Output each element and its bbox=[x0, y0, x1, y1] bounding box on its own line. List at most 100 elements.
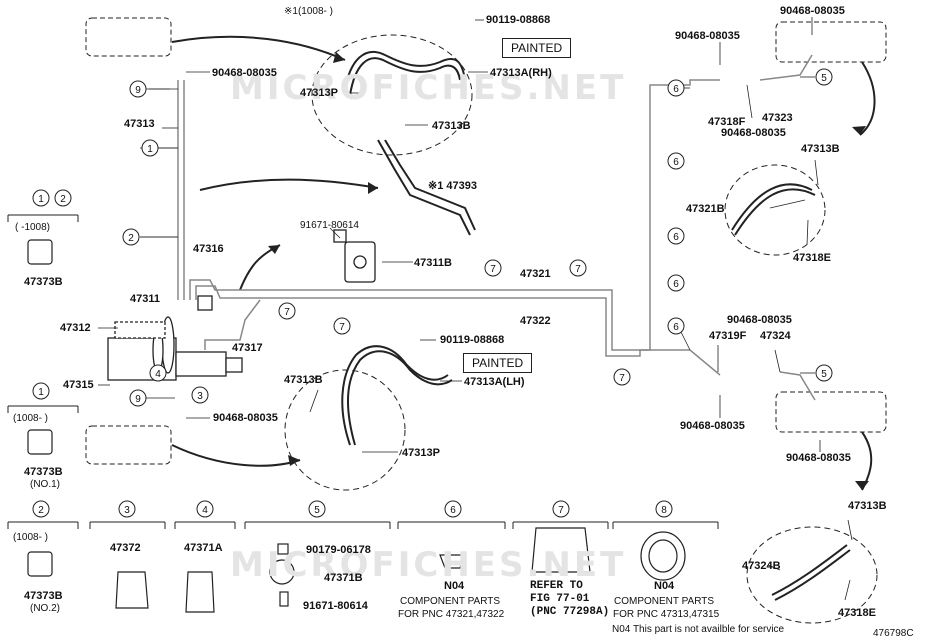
svg-text:5: 5 bbox=[314, 505, 320, 516]
svg-text:5: 5 bbox=[821, 73, 827, 84]
label-47313P-mid: 47313P bbox=[402, 447, 440, 459]
label-r47313B: 47313B bbox=[801, 143, 840, 155]
watermark-bottom: MICROFICHES.NET bbox=[230, 545, 627, 585]
legend-5-part-a: 90179-06178 bbox=[306, 544, 371, 556]
label-47322: 47322 bbox=[520, 315, 551, 327]
label-r47318F: 47318F bbox=[708, 116, 746, 128]
svg-text:6: 6 bbox=[673, 279, 679, 290]
svg-text:1: 1 bbox=[38, 194, 44, 205]
label-90468-mid: 90468-08035 bbox=[213, 412, 278, 424]
legend-a-range: ( -1008) bbox=[15, 222, 51, 233]
detail-box-top-right bbox=[775, 21, 887, 63]
label-r47318E: 47318E bbox=[793, 252, 831, 264]
svg-text:5: 5 bbox=[821, 369, 827, 380]
label-91671-top: 91671-80614 bbox=[300, 220, 359, 231]
svg-text:7: 7 bbox=[339, 322, 345, 333]
svg-text:2: 2 bbox=[60, 194, 66, 205]
label-47313P-top: 47313P bbox=[300, 87, 338, 99]
label-47312: 47312 bbox=[60, 322, 91, 334]
label-r47321B: 47321B bbox=[686, 203, 725, 215]
label-47313A-rh: 47313A(RH) bbox=[490, 67, 552, 79]
label-r47313B-low: 47313B bbox=[848, 500, 887, 512]
label-r90468-e: 90468-08035 bbox=[680, 420, 745, 432]
ellipse-right-hose bbox=[724, 164, 826, 256]
label-r90468-a: 90468-08035 bbox=[675, 30, 740, 42]
painted-label-rh: PAINTED bbox=[502, 38, 572, 58]
svg-text:9: 9 bbox=[135, 394, 141, 405]
ellipse-lh-hose bbox=[284, 369, 406, 491]
svg-text:1: 1 bbox=[38, 387, 44, 398]
legend-5-part-b: 47371B bbox=[324, 572, 363, 584]
label-r47324: 47324 bbox=[760, 330, 791, 342]
label-90119-mid: 90119-08868 bbox=[440, 334, 505, 346]
svg-text:1: 1 bbox=[147, 144, 153, 155]
label-r90468-d: 90468-08035 bbox=[727, 314, 792, 326]
svg-text:4: 4 bbox=[155, 369, 161, 380]
label-47313B-top: 47313B bbox=[432, 120, 471, 132]
legend-3-part: 47372 bbox=[110, 542, 141, 554]
legend-b-sub: (NO.1) bbox=[30, 479, 60, 490]
label-47321: 47321 bbox=[520, 268, 551, 280]
label-47316: 47316 bbox=[193, 243, 224, 255]
svg-text:4: 4 bbox=[202, 505, 208, 516]
legend-6-line3: FOR PNC 47321,47322 bbox=[398, 609, 505, 620]
svg-text:8: 8 bbox=[661, 505, 667, 516]
figure-id: 476798C bbox=[873, 628, 914, 639]
detail-box-bottom-left bbox=[85, 425, 172, 465]
svg-text:6: 6 bbox=[673, 232, 679, 243]
detail-box-top-left bbox=[85, 17, 172, 57]
svg-text:7: 7 bbox=[575, 264, 581, 275]
label-47317: 47317 bbox=[232, 342, 263, 354]
legend-b-range: (1008- ) bbox=[13, 413, 49, 424]
label-r90468-b: 90468-08035 bbox=[780, 5, 845, 17]
label-47311: 47311 bbox=[130, 293, 160, 305]
watermark-top: MICROFICHES.NET bbox=[230, 68, 627, 108]
label-r47319F: 47319F bbox=[709, 330, 747, 342]
label-90468-top: 90468-08035 bbox=[212, 67, 277, 79]
painted-label-lh: PAINTED bbox=[463, 353, 533, 373]
detail-box-right bbox=[775, 391, 887, 433]
ellipse-right-hose-low bbox=[746, 526, 878, 624]
label-r47318E-low: 47318E bbox=[838, 607, 876, 619]
legend-8-line1: N04 bbox=[654, 580, 675, 592]
legend-c-part: 47373B bbox=[24, 590, 63, 602]
label-47311B: 47311B bbox=[414, 257, 452, 269]
legend-6-line1: N04 bbox=[444, 580, 465, 592]
label-r90468-c: 90468-08035 bbox=[721, 127, 786, 139]
svg-text:3: 3 bbox=[197, 391, 203, 402]
label-47393: ※1 47393 bbox=[428, 180, 477, 192]
label-47313B-mid: 47313B bbox=[284, 374, 323, 386]
label-47315: 47315 bbox=[63, 379, 94, 391]
label-47313A-lh: 47313A(LH) bbox=[464, 376, 525, 388]
legend-a-part: 47373B bbox=[24, 276, 63, 288]
legend-8-line2: COMPONENT PARTS bbox=[614, 596, 715, 607]
legend-b-part: 47373B bbox=[24, 466, 63, 478]
label-90119-top: 90119-08868 bbox=[486, 14, 551, 26]
svg-text:6: 6 bbox=[450, 505, 456, 516]
label-r47323: 47323 bbox=[762, 112, 793, 124]
ellipse-rh-hose bbox=[311, 34, 473, 156]
svg-text:3: 3 bbox=[124, 505, 130, 516]
svg-text:6: 6 bbox=[673, 84, 679, 95]
legend-7-line3: (PNC 77298A) bbox=[530, 606, 610, 618]
svg-text:7: 7 bbox=[490, 264, 496, 275]
label-r90468-f: 90468-08035 bbox=[786, 452, 851, 464]
svg-text:7: 7 bbox=[558, 505, 564, 516]
legend-7-line1: REFER TO bbox=[530, 580, 583, 592]
svg-text:2: 2 bbox=[128, 233, 134, 244]
svg-text:6: 6 bbox=[673, 157, 679, 168]
legend-7-line2: FIG 77-01 bbox=[530, 593, 590, 605]
legend-8-line3: FOR PNC 47313,47315 bbox=[613, 609, 720, 620]
legend-6-line2: COMPONENT PARTS bbox=[400, 596, 501, 607]
legend-c-range: (1008- ) bbox=[13, 532, 49, 543]
label-r47324B: 47324B bbox=[742, 560, 781, 572]
label-47313: 47313 bbox=[124, 118, 155, 130]
svg-text:6: 6 bbox=[673, 322, 679, 333]
footnote: N04 This part is not availble for servic… bbox=[612, 624, 785, 635]
top-note: ※1(1008- ) bbox=[284, 6, 333, 17]
svg-text:2: 2 bbox=[38, 505, 44, 516]
svg-text:7: 7 bbox=[284, 307, 290, 318]
legend-4-part: 47371A bbox=[184, 542, 223, 554]
